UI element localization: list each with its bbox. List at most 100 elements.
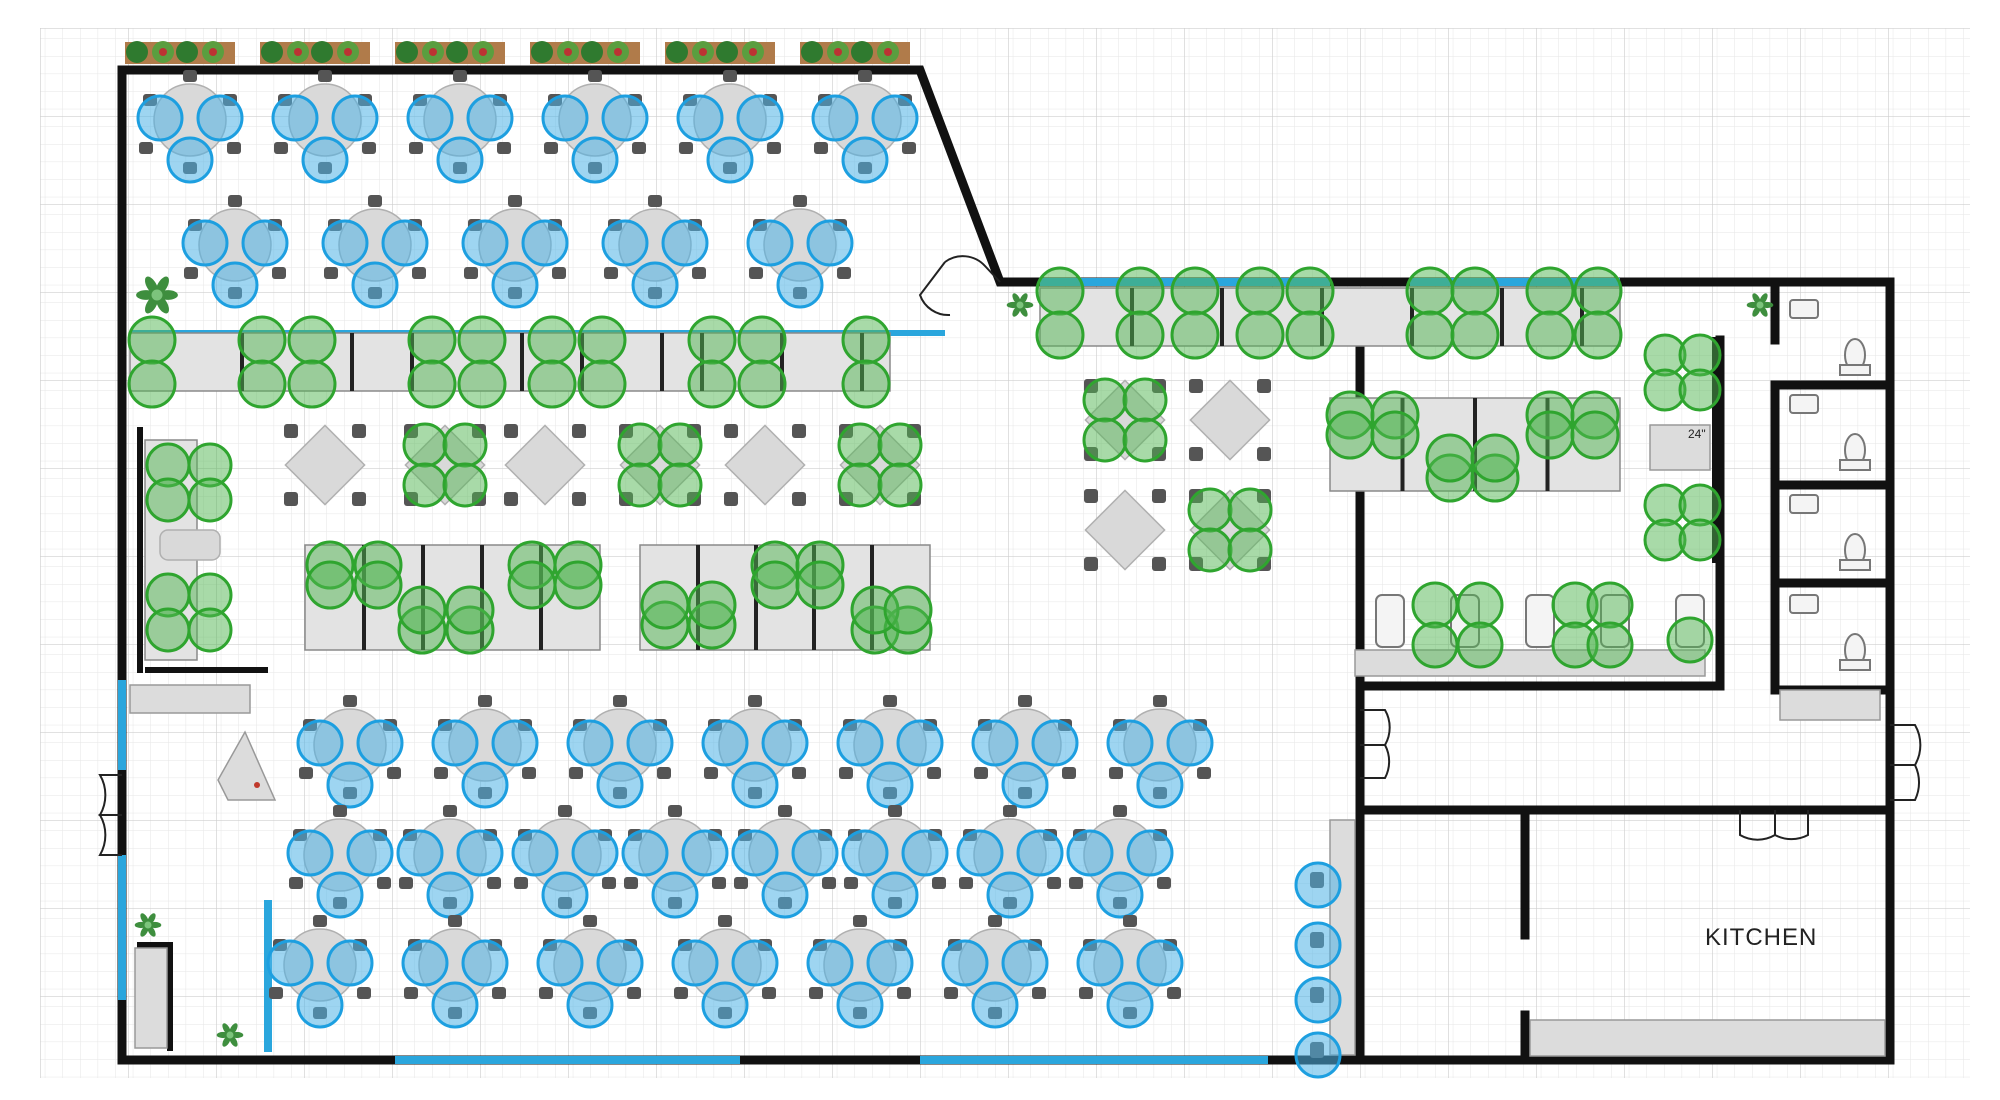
chair-icon (692, 267, 706, 279)
bar-seating (1375, 333, 1722, 669)
round-table-set (701, 695, 809, 809)
plant-icon (136, 276, 178, 314)
plant-icon (176, 41, 198, 63)
occupied-seat-ring (986, 871, 1034, 919)
flower (209, 48, 217, 56)
booth-divider (410, 333, 414, 391)
chair-icon (1018, 695, 1032, 707)
booth-divider (660, 333, 664, 391)
round-table-set (181, 195, 289, 309)
occupied-seat-ring (1294, 861, 1342, 909)
round-table-set (806, 915, 914, 1029)
occupied-seat-ring (402, 462, 448, 508)
occupied-seat-ring (351, 261, 399, 309)
host-counter (129, 684, 251, 714)
flower (834, 48, 842, 56)
round-table-set (941, 915, 1049, 1029)
furniture (127, 70, 1722, 1079)
round-table-set (431, 695, 539, 809)
occupied-seat-ring (811, 94, 859, 142)
occupied-seat-ring (187, 477, 233, 523)
chair-icon (377, 877, 391, 889)
round-table-set (461, 195, 569, 309)
occupied-seat-ring (1031, 719, 1079, 767)
occupied-seat-ring (577, 315, 627, 365)
chair-icon (399, 877, 413, 889)
round-table-set (566, 695, 674, 809)
chair-icon (724, 492, 738, 506)
occupied-seat-ring (296, 719, 344, 767)
occupied-seat-ring (661, 219, 709, 267)
toilet-tank (1839, 659, 1871, 671)
occupied-seat-ring (687, 580, 737, 630)
occupied-seat-ring (1235, 310, 1285, 360)
booth-table (159, 529, 221, 561)
plant-leaf (156, 276, 169, 295)
occupied-seat-ring (287, 359, 337, 409)
chair-icon (959, 877, 973, 889)
chair-icon (274, 142, 288, 154)
flower (294, 48, 302, 56)
chair-icon (299, 767, 313, 779)
pass-seating (1294, 861, 1342, 1079)
plant-icon (261, 41, 283, 63)
occupied-seat-ring (1001, 761, 1049, 809)
plant-leaf (1012, 305, 1021, 317)
chair-icon (1257, 379, 1271, 393)
plant-icon (851, 41, 873, 63)
occupied-seat-ring (1227, 527, 1273, 573)
plant-leaf (145, 295, 158, 314)
round-table-set (401, 915, 509, 1029)
round-table-set (296, 695, 404, 809)
plant-leaf (156, 295, 169, 314)
kitchen-label: KITCHEN (1705, 924, 1817, 951)
occupied-seat-ring (1227, 487, 1273, 533)
booth-divider (240, 333, 244, 391)
chair-icon (404, 987, 418, 999)
occupied-seat-ring (1285, 266, 1335, 316)
round-table-set (286, 805, 394, 919)
occupied-seat-ring (971, 981, 1019, 1029)
occupied-seat-ring (701, 981, 749, 1029)
chair-icon (1123, 915, 1137, 927)
chair-icon (778, 805, 792, 817)
occupied-seat-ring (1136, 761, 1184, 809)
chair-icon (357, 987, 371, 999)
plant-leaf (216, 1031, 230, 1039)
occupied-seat-ring (971, 719, 1019, 767)
occupied-seat-ring (426, 871, 474, 919)
dimension-label: 24" (1688, 427, 1706, 441)
chair-icon (1113, 805, 1127, 817)
occupied-seat-ring (737, 315, 787, 365)
window-booth-strip-right (1035, 266, 1623, 360)
toilet-tank (1839, 364, 1871, 376)
occupied-seat-ring (737, 359, 787, 409)
chair-icon (632, 142, 646, 154)
square-table-set (1189, 379, 1271, 461)
chair-icon (227, 142, 241, 154)
chair-icon (569, 767, 583, 779)
planter-row (125, 41, 910, 64)
occupied-seat-ring (871, 94, 919, 142)
flower (699, 48, 707, 56)
round-table-set (971, 695, 1079, 809)
plant-leaf (1746, 301, 1760, 309)
occupied-seat-ring (1082, 377, 1128, 423)
occupied-seat-ring (617, 422, 663, 468)
booth-divider (1500, 288, 1504, 346)
chair-icon (679, 142, 693, 154)
chair-icon (988, 915, 1002, 927)
plant-leaf (134, 921, 148, 929)
occupied-seat-ring (346, 829, 394, 877)
occupied-seat-ring (1666, 616, 1714, 664)
occupied-seat-ring (871, 871, 919, 919)
chair-icon (724, 424, 738, 438)
plant-icon (446, 41, 468, 63)
chair-icon (352, 492, 366, 506)
planter-box (665, 41, 775, 64)
chair-icon (514, 877, 528, 889)
chair-icon (272, 267, 286, 279)
chair-icon (668, 805, 682, 817)
plant-leaf (230, 1031, 244, 1039)
occupied-seat-ring (553, 560, 603, 610)
